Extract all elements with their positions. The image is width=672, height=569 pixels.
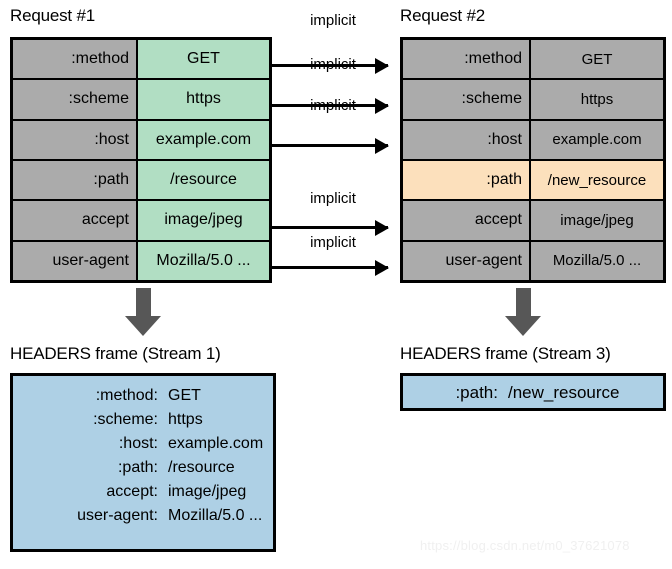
implicit-arrow-host xyxy=(272,144,388,147)
list-item: :path: /new_resource xyxy=(403,380,663,406)
header-value-cell: /new_resource xyxy=(531,160,663,200)
header-value-cell: https xyxy=(138,80,269,119)
header-name-cell: :path xyxy=(403,160,531,200)
header-name-cell: :scheme xyxy=(403,80,531,119)
header-key: :scheme: xyxy=(93,411,158,428)
implicit-label-host: implicit xyxy=(310,97,356,114)
table-row: :method GET xyxy=(13,40,269,81)
table-row: :host example.com xyxy=(403,120,663,161)
header-name-cell: accept xyxy=(13,201,138,240)
header-key: user-agent: xyxy=(77,507,158,524)
header-value: example.com xyxy=(168,435,264,452)
header-value: GET xyxy=(168,387,201,404)
header-value-cell: GET xyxy=(531,40,663,79)
header-name-cell: user-agent xyxy=(403,241,531,280)
header-name-cell: :method xyxy=(13,40,138,79)
header-value-cell: image/jpeg xyxy=(531,201,663,240)
header-key: :host: xyxy=(118,435,158,452)
list-item: accept: image/jpeg xyxy=(13,480,273,504)
implicit-label-user-agent: implicit xyxy=(310,234,356,251)
header-value: /new_resource xyxy=(508,383,620,402)
frame1-caption: HEADERS frame (Stream 1) xyxy=(10,344,221,363)
header-key: accept: xyxy=(106,483,158,500)
table-row: user-agent Mozilla/5.0 ... xyxy=(403,241,663,280)
header-value: /resource xyxy=(168,459,235,476)
headers-frame-stream1: :method: GET :scheme: https :host: examp… xyxy=(10,373,276,552)
table-row: :method GET xyxy=(403,40,663,81)
implicit-label-method: implicit xyxy=(310,12,356,29)
header-name-cell: :host xyxy=(403,120,531,159)
table-row: accept image/jpeg xyxy=(13,201,269,242)
header-value: Mozilla/5.0 ... xyxy=(168,507,263,524)
table-row: :host example.com xyxy=(13,120,269,161)
table-row: :scheme https xyxy=(13,80,269,121)
list-item: :method: GET xyxy=(13,384,273,408)
header-key: :path: xyxy=(117,459,158,476)
list-item: user-agent: Mozilla/5.0 ... xyxy=(13,504,273,528)
header-name-cell: :method xyxy=(403,40,531,79)
header-name-cell: user-agent xyxy=(13,241,138,280)
implicit-label-accept: implicit xyxy=(310,190,356,207)
implicit-arrow-method xyxy=(272,64,388,67)
table-row: :path /resource xyxy=(13,160,269,202)
header-name-cell: :host xyxy=(13,120,138,159)
header-value: image/jpeg xyxy=(168,483,247,500)
header-value-cell: GET xyxy=(138,40,269,79)
implicit-arrow-accept xyxy=(272,226,388,229)
header-name-cell: :scheme xyxy=(13,80,138,119)
request2-table: :method GET :scheme https :host example.… xyxy=(400,37,666,283)
header-value-cell: example.com xyxy=(531,120,663,159)
table-row: accept image/jpeg xyxy=(403,201,663,242)
list-item: :host: example.com xyxy=(13,432,273,456)
header-value: https xyxy=(168,411,203,428)
implicit-label-scheme: implicit xyxy=(310,56,356,73)
header-key: :path: xyxy=(455,383,498,402)
header-value-cell: Mozilla/5.0 ... xyxy=(531,241,663,280)
header-name-cell: :path xyxy=(13,160,138,200)
table-row: user-agent Mozilla/5.0 ... xyxy=(13,241,269,280)
request1-caption: Request #1 xyxy=(10,6,95,25)
header-value-cell: https xyxy=(531,80,663,119)
watermark-text: https://blog.csdn.net/m0_37621078 xyxy=(420,538,630,553)
request2-caption: Request #2 xyxy=(400,6,485,25)
header-value-cell: example.com xyxy=(138,120,269,159)
table-row: :scheme https xyxy=(403,80,663,121)
header-key: :method: xyxy=(95,387,158,404)
request1-table: :method GET :scheme https :host example.… xyxy=(10,37,272,283)
implicit-arrow-user-agent xyxy=(272,266,388,269)
table-row-highlighted: :path /new_resource xyxy=(403,160,663,202)
list-item: :path: /resource xyxy=(13,456,273,480)
header-value-cell: image/jpeg xyxy=(138,201,269,240)
header-value-cell: /resource xyxy=(138,160,269,200)
headers-frame-stream3: :path: /new_resource xyxy=(400,373,666,411)
frame2-caption: HEADERS frame (Stream 3) xyxy=(400,344,611,363)
implicit-arrow-scheme xyxy=(272,104,388,107)
header-name-cell: accept xyxy=(403,201,531,240)
header-value-cell: Mozilla/5.0 ... xyxy=(138,241,269,280)
list-item: :scheme: https xyxy=(13,408,273,432)
